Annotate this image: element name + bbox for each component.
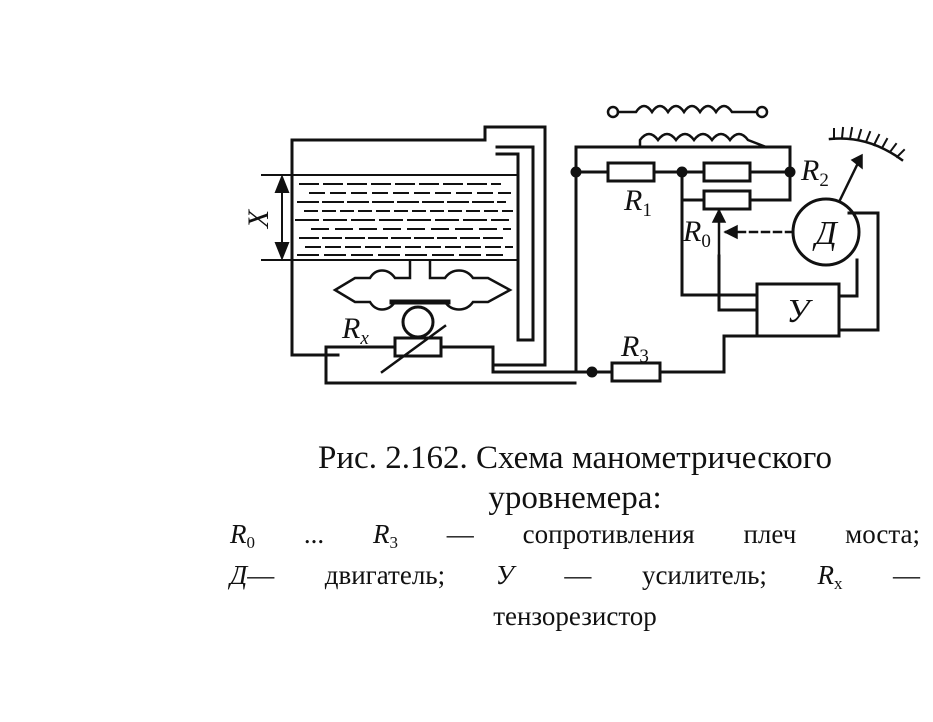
resistor-r1 (606, 161, 656, 183)
legend-motor-desc: — двигатель; (247, 560, 496, 590)
pressure-ball (401, 305, 435, 339)
caption-legend-resistors: R0 ... R3 — сопротивления плеч моста; (230, 518, 920, 559)
tank-inner-pipe (495, 145, 535, 342)
liquid (291, 174, 519, 261)
motor-d (791, 197, 861, 267)
label-amplifier-u: У (787, 293, 814, 330)
level-gauge-schematic: X Rx R1 R2 R0 R3 Д У (242, 104, 906, 385)
rx-variable-arrow (380, 324, 447, 374)
tank-wall (290, 138, 340, 357)
caption-legend-tensoresistor: тензорезистор (493, 601, 657, 631)
legend-motor-sym: Д (230, 560, 248, 590)
label-r2: R2 (800, 154, 829, 191)
resistor-r3 (610, 361, 662, 383)
legend-amp-sym: У (495, 560, 514, 590)
legend-rx-dash: — (842, 560, 920, 590)
legend-amp-desc: — усилитель; (513, 560, 818, 590)
rx-lead-left (324, 345, 577, 385)
label-r1: R1 (623, 184, 652, 221)
caption-legend-components: Д— двигатель; У — усилитель; Rx — (230, 559, 920, 600)
caption-title-line2: уровнемера: (488, 480, 662, 516)
legend-r-end: R (372, 519, 390, 549)
caption-title-line1: Рис. 2.162. Схема манометрического (318, 440, 832, 476)
transformer (606, 104, 769, 149)
legend-r-desc: — сопротивления плеч моста; (397, 519, 921, 549)
legend-ellipsis: ... (255, 519, 373, 549)
bridge-left-rail (574, 145, 792, 374)
rx-lead-to-r3 (491, 363, 614, 374)
tank-outer-pipe (290, 125, 547, 367)
indicator-scale (828, 137, 904, 162)
legend-rx-sym: R (817, 560, 834, 590)
label-x: X (242, 208, 275, 229)
rx-lead-right (439, 345, 495, 367)
legend-rx-sub: x (833, 574, 843, 593)
junction-bottom (586, 366, 598, 378)
label-r0: R0 (682, 215, 711, 252)
label-r3: R3 (620, 330, 649, 367)
legend-r-start-sub: 0 (246, 533, 256, 552)
resistor-r0 (702, 189, 752, 211)
motor-pointer (838, 161, 860, 202)
label-motor-d: Д (812, 215, 839, 252)
scale-ticks (833, 126, 906, 159)
figure-caption: Рис. 2.162. Схема манометрического уровн… (230, 438, 920, 633)
legend-r-start: R (230, 519, 247, 549)
resistor-r2 (702, 161, 752, 183)
label-rx: Rx (341, 312, 369, 349)
legend-r-end-sub: 3 (389, 533, 398, 552)
schematic-labels: X Rx R1 R2 R0 R3 Д У (242, 154, 839, 367)
level-dimension (261, 174, 293, 261)
